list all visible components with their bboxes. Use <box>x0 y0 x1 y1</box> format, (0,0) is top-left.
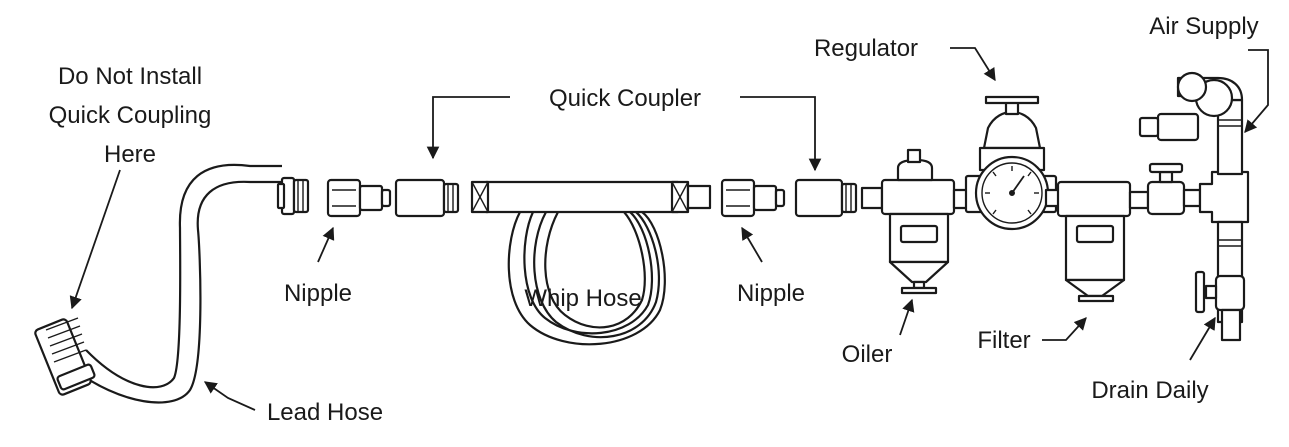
nipple-left <box>326 178 392 218</box>
quick-coupler-right <box>794 178 858 218</box>
whip-hose <box>470 180 712 346</box>
whip-hose-coil <box>507 211 666 346</box>
lead-hose <box>34 163 282 404</box>
label-regulator: Regulator <box>814 35 918 62</box>
pressure-gauge <box>974 155 1050 231</box>
label-no-quick-coupling-line3: Here <box>104 141 156 168</box>
regulator <box>964 95 1062 231</box>
label-air-supply: Air Supply <box>1149 13 1258 40</box>
nipple-right <box>720 178 786 218</box>
label-filter: Filter <box>977 327 1030 354</box>
label-no-quick-coupling-line1: Do Not Install <box>58 63 202 90</box>
leader-lines <box>69 47 1269 411</box>
supply-piping <box>1138 71 1250 342</box>
shutoff-valve <box>1146 162 1202 216</box>
quick-coupler-left <box>394 178 460 218</box>
label-nipple-right: Nipple <box>737 280 805 307</box>
label-lead-hose: Lead Hose <box>267 399 383 426</box>
lead-hose-end-fitting <box>276 176 310 216</box>
label-quick-coupler: Quick Coupler <box>549 85 701 112</box>
tool-inlet-fitting <box>34 317 96 396</box>
labels: Do Not Install Quick Coupling Here Quick… <box>49 13 1259 426</box>
label-oiler: Oiler <box>842 341 893 368</box>
filter <box>1056 180 1150 303</box>
label-drain-daily: Drain Daily <box>1091 377 1208 404</box>
label-whip-hose: Whip Hose <box>524 285 641 312</box>
label-no-quick-coupling-line2: Quick Coupling <box>49 102 212 129</box>
oiler <box>860 148 970 295</box>
label-nipple-left: Nipple <box>284 280 352 307</box>
